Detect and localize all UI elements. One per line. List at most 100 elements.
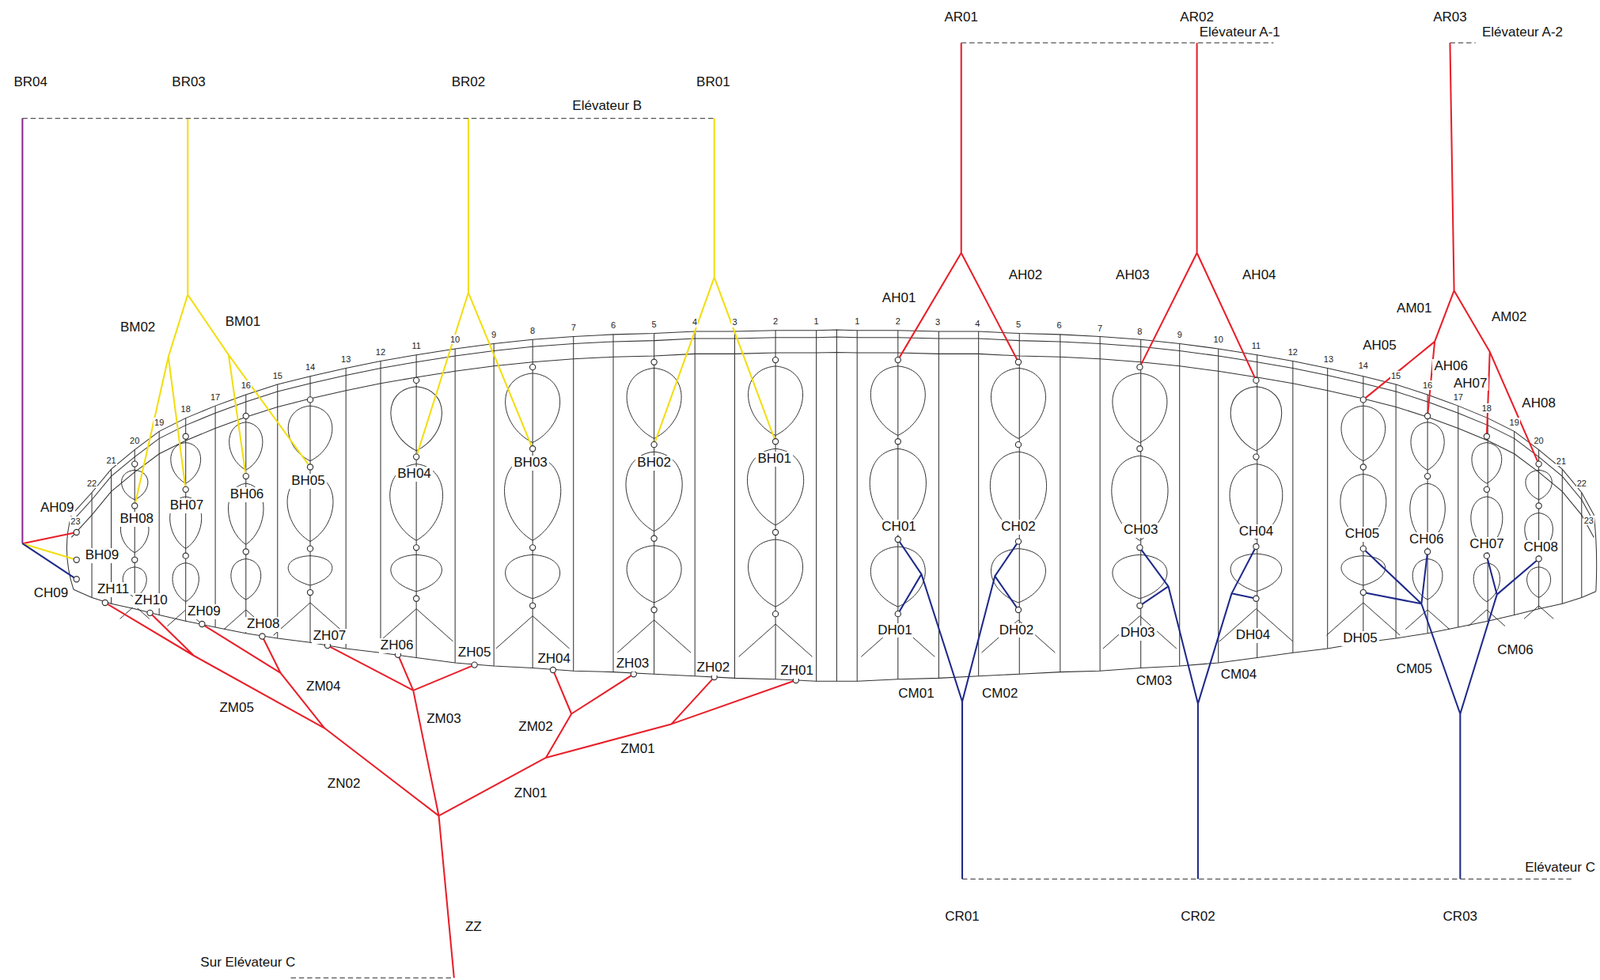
line-label: BM02	[118, 320, 157, 336]
attachment-point	[132, 557, 138, 563]
attachment-point	[1483, 553, 1490, 559]
line-label: Elévateur A-2	[1480, 25, 1565, 41]
trailing-chevron	[379, 609, 454, 642]
attachment-point	[772, 529, 778, 535]
attachment-point	[1253, 543, 1259, 550]
trailing-chevron	[981, 620, 1056, 653]
line-label: Elévateur C	[1523, 860, 1597, 876]
canopy-outline	[73, 589, 1597, 682]
cell-loop	[1410, 422, 1445, 471]
line-label: CR01	[943, 909, 981, 926]
cell-loop	[626, 545, 682, 603]
line-label: BR01	[694, 75, 732, 91]
attachment-point	[1424, 413, 1430, 419]
line-label: AH05	[1361, 338, 1399, 354]
line-label: ZM02	[516, 720, 554, 736]
attachment-point	[242, 473, 249, 479]
line-label: CR02	[1179, 909, 1217, 926]
line-label: DH05	[1341, 631, 1379, 647]
trailing-chevron	[496, 616, 570, 649]
attachment-point	[1483, 486, 1490, 493]
cell-loop	[748, 539, 804, 607]
attachment-point	[259, 633, 266, 640]
line-label: BH06	[228, 487, 266, 503]
cell-loop	[1230, 553, 1282, 592]
rib-number: 17	[1452, 392, 1464, 402]
attachment-point	[651, 606, 657, 613]
attachment-point	[651, 442, 657, 448]
cell-loop	[989, 451, 1047, 535]
line-label: Sur Elévateur C	[198, 955, 297, 971]
cell-loop	[1340, 474, 1387, 543]
attachment-point	[894, 611, 901, 618]
canopy-outline	[66, 329, 1597, 682]
attachment-point	[73, 576, 80, 583]
rib-number: 6	[1055, 320, 1062, 330]
line-label: CM01	[896, 686, 936, 702]
cell-loop	[1111, 455, 1168, 541]
bridle-line	[22, 118, 776, 561]
line-label: BH08	[118, 511, 156, 528]
cell-loop	[1341, 556, 1386, 586]
rib-number: 2	[772, 316, 779, 327]
attachment-point	[182, 486, 189, 493]
attachment-point	[132, 503, 138, 509]
cell-loop	[390, 554, 443, 592]
line-label: AH09	[38, 500, 76, 516]
rib-number: 2	[894, 316, 902, 327]
rib-number: 15	[272, 371, 284, 381]
attachment-point	[307, 397, 313, 403]
attachment-point	[73, 357, 1542, 684]
cell-loop	[1341, 405, 1386, 462]
cell-loop	[504, 455, 562, 541]
line-label: DH01	[875, 623, 914, 639]
cell-loop	[1412, 559, 1443, 601]
attachment-point	[1535, 461, 1542, 467]
attachment-point	[307, 545, 313, 552]
attachment-point	[413, 377, 420, 383]
line-label: BH01	[755, 451, 793, 467]
rib-number: 14	[1357, 360, 1369, 371]
attachment-point	[651, 359, 657, 365]
attachment-point	[1483, 433, 1490, 440]
line-label: CH01	[879, 519, 918, 535]
line-label: AR02	[1178, 10, 1216, 26]
rib-number: 7	[570, 322, 577, 333]
rib-number: 7	[1096, 323, 1104, 334]
rib-number: 15	[1390, 371, 1402, 381]
cell-loop	[990, 549, 1046, 603]
rib-number: 1	[813, 316, 820, 327]
cell-loop	[1527, 567, 1551, 599]
cell-loop	[390, 386, 443, 452]
line-label: CM04	[1219, 667, 1259, 683]
line-label: BH07	[168, 498, 206, 514]
line-label: Elévateur A-1	[1198, 25, 1282, 41]
line-label: CH02	[999, 519, 1037, 535]
attachment-point	[1137, 446, 1143, 452]
attachment-point	[132, 461, 138, 467]
cell-loop	[120, 366, 1553, 607]
line-label: AR01	[942, 10, 980, 26]
line-label: Elévateur B	[570, 98, 644, 114]
rib-number: 19	[153, 417, 165, 428]
attachment-point	[1015, 538, 1021, 545]
attachment-point	[1253, 595, 1259, 602]
line-label: CR03	[1441, 909, 1479, 926]
rib-number: 10	[1213, 334, 1225, 345]
line-label: ZM04	[304, 679, 342, 695]
cell-loop	[288, 556, 333, 586]
cell-loop	[172, 563, 199, 603]
line-label: AH01	[880, 291, 918, 307]
line-label: AH04	[1240, 268, 1278, 284]
trailing-chevron	[1468, 610, 1506, 627]
attachment-point	[530, 446, 536, 452]
bridle-line	[105, 602, 797, 979]
rib-number: 5	[1015, 319, 1022, 330]
trailing-chevron	[739, 624, 813, 657]
line-label: AH03	[1114, 268, 1152, 284]
cell-loop	[170, 443, 201, 485]
rib-number: 18	[1481, 403, 1493, 414]
rib-number: 23	[1583, 515, 1595, 526]
cell-loop	[870, 546, 926, 607]
